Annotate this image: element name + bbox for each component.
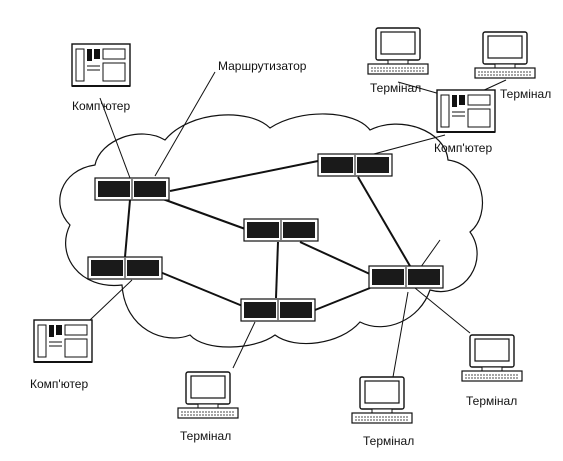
- terminal-bottom-icon-1: [177, 371, 239, 419]
- terminal-label-bottom-2: Термінал: [363, 434, 414, 448]
- computer-label-bottom-left: Комп'ютер: [30, 377, 88, 391]
- terminal-label-top-1: Термінал: [370, 81, 421, 95]
- terminal-label-top-2: Термінал: [500, 87, 551, 101]
- terminal-right-icon: [461, 334, 523, 382]
- router-links: [124, 160, 411, 311]
- router-top-left: [94, 177, 170, 201]
- computer-bottom-left-icon: [33, 319, 93, 363]
- terminal-bottom-icon-2: [351, 376, 413, 424]
- terminal-label-bottom-1: Термінал: [180, 429, 231, 443]
- computer-label-top-left: Комп'ютер: [72, 99, 130, 113]
- terminal-label-right: Термінал: [466, 394, 517, 408]
- router-label: Маршрутизатор: [218, 59, 307, 73]
- network-cloud: [59, 113, 484, 348]
- router-center: [243, 218, 319, 242]
- terminal-top-icon-2: [474, 31, 536, 79]
- computer-top-left-icon: [71, 43, 131, 87]
- router-top-right: [317, 153, 393, 177]
- terminal-top-icon-1: [367, 27, 429, 75]
- router-bottom: [240, 298, 316, 322]
- router-left: [87, 256, 163, 280]
- router-right: [368, 265, 444, 289]
- computer-label-top-right: Комп'ютер: [434, 141, 492, 155]
- computer-top-right-icon: [436, 89, 496, 133]
